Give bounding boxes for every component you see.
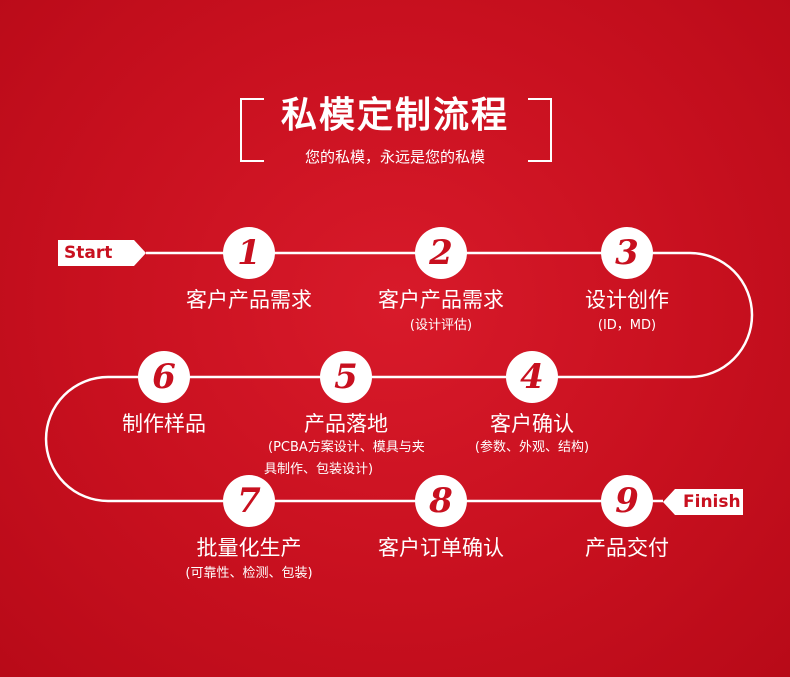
step-note-4: (参数、外观、结构)	[474, 440, 590, 455]
step-node-5: 5	[322, 353, 370, 401]
step-note-5-line2: 具制作、包装设计)	[264, 462, 374, 477]
step-label-5: 产品落地	[304, 412, 388, 436]
step-node-7: 7	[225, 477, 273, 525]
step-label-3: 设计创作	[585, 288, 669, 312]
start-tag: Start	[58, 240, 134, 266]
finish-tag: Finish	[675, 489, 743, 515]
step-node-9: 9	[603, 477, 651, 525]
title-bracket-left	[240, 98, 264, 162]
step-note-5: (PCBA方案设计、模具与夹	[268, 440, 425, 455]
step-note-2: (设计评估)	[409, 318, 473, 333]
page-title: 私模定制流程	[280, 95, 509, 136]
step-node-6: 6	[140, 353, 188, 401]
step-label-4: 客户确认	[490, 412, 574, 436]
step-node-3: 3	[603, 229, 651, 277]
step-label-7: 批量化生产	[196, 536, 302, 560]
step-label-1: 客户产品需求	[186, 288, 312, 312]
step-node-8: 8	[417, 477, 465, 525]
start-arrow-icon	[134, 240, 146, 266]
step-node-4: 4	[508, 353, 556, 401]
step-label-2: 客户产品需求	[378, 288, 504, 312]
title-bracket-right	[528, 98, 552, 162]
step-note-3: (ID，MD)	[597, 318, 657, 333]
step-node-1: 1	[225, 229, 273, 277]
step-label-8: 客户订单确认	[378, 536, 504, 560]
step-note-7: (可靠性、检测、包装)	[185, 566, 313, 581]
finish-arrow-icon	[663, 489, 675, 515]
step-node-2: 2	[417, 229, 465, 277]
page-subtitle: 您的私模，永远是您的私模	[304, 148, 485, 166]
step-label-6: 制作样品	[122, 412, 206, 436]
step-label-9: 产品交付	[585, 536, 669, 560]
